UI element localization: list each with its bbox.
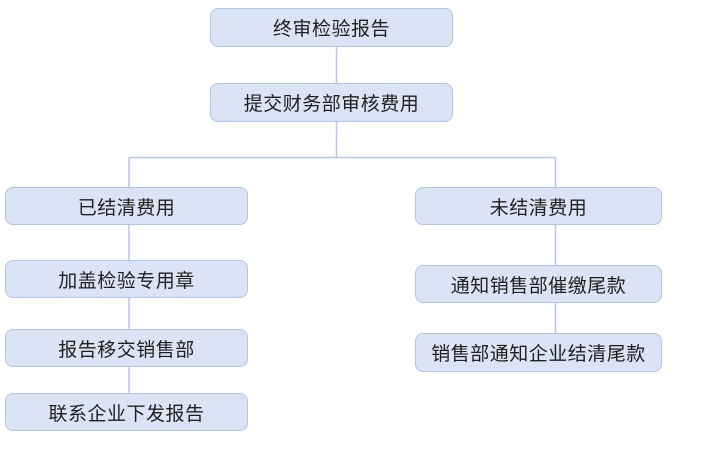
flow-node-fees-settled: 已结清费用 <box>5 187 248 225</box>
flow-node-stamp-inspection-seal: 加盖检验专用章 <box>5 260 248 298</box>
flow-node-contact-enterprise-issue-report: 联系企业下发报告 <box>5 393 248 431</box>
flow-node-final-inspection-report: 终审检验报告 <box>210 8 453 47</box>
flow-node-sales-notify-enterprise-settle: 销售部通知企业结清尾款 <box>415 333 662 372</box>
flow-node-submit-fees-finance-review: 提交财务部审核费用 <box>210 83 453 122</box>
flow-node-notify-sales-collect-balance: 通知销售部催缴尾款 <box>415 265 662 303</box>
flow-node-fees-unsettled: 未结清费用 <box>415 187 662 225</box>
flow-node-report-handover-sales-dept: 报告移交销售部 <box>5 329 248 367</box>
